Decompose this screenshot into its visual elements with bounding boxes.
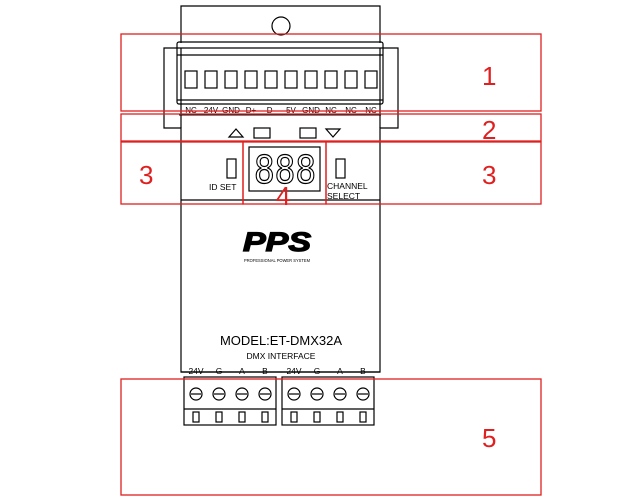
bottom-terminal-label: G: [216, 366, 223, 376]
bottom-terminal-labels: 24V G A B 24V G A B: [188, 366, 366, 376]
brand-logo: PPS: [243, 227, 311, 257]
terminal-wire-port: [336, 411, 344, 423]
top-terminal-pin: [244, 70, 258, 89]
callout-number-2: 2: [482, 115, 496, 145]
id-set-label: ID SET: [209, 182, 236, 192]
model-label: MODEL:ET-DMX32A: [220, 333, 342, 348]
terminal-screw-icon: [212, 387, 226, 401]
up-arrow-icon[interactable]: [227, 128, 245, 138]
top-terminal-pin: [344, 70, 358, 89]
callout-number-3-left: 3: [139, 160, 153, 190]
callout-number-5: 5: [482, 423, 496, 453]
callout-boxes: [120, 33, 542, 496]
top-terminal-pin: [304, 70, 318, 89]
callout-box-2: [120, 113, 542, 142]
callout-box-5: [120, 378, 542, 496]
terminal-wire-port: [261, 411, 269, 423]
callout-box-3-right: [325, 141, 542, 205]
channel-select-label-line1: CHANNEL: [327, 181, 368, 191]
bottom-terminal-label: G: [314, 366, 321, 376]
terminal-screw-icon: [258, 387, 272, 401]
terminal-screw-icon: [333, 387, 347, 401]
terminal-wire-port: [359, 411, 367, 423]
bottom-terminal-label: A: [337, 366, 343, 376]
top-terminal-pin: [364, 70, 378, 89]
bottom-terminal-label: B: [360, 366, 366, 376]
terminal-wire-port: [313, 411, 321, 423]
bottom-terminal-label: 24V: [188, 366, 203, 376]
channel-select-indicator[interactable]: [335, 158, 346, 179]
bottom-terminal-label: B: [262, 366, 268, 376]
callout-number-3-right: 3: [482, 160, 496, 190]
terminal-screw-icon: [235, 387, 249, 401]
terminal-wire-port: [192, 411, 200, 423]
terminal-wire-port: [238, 411, 246, 423]
top-terminal-pin: [184, 70, 198, 89]
callout-number-4: 4: [276, 181, 290, 211]
mounting-tab: [180, 5, 381, 43]
down-arrow-icon[interactable]: [324, 128, 342, 138]
bottom-terminal-left: [183, 376, 277, 426]
mounting-hole: [271, 16, 291, 36]
interface-label: DMX INTERFACE: [247, 351, 316, 361]
bottom-terminal-label: A: [239, 366, 245, 376]
channel-select-label-line2: SELECT: [327, 191, 360, 201]
bottom-terminal-right: [281, 376, 375, 426]
bottom-terminal-blocks: [181, 371, 380, 426]
display-digits: 888: [254, 148, 316, 192]
terminal-screw-icon: [356, 387, 370, 401]
top-terminal-pin: [284, 70, 298, 89]
right-button[interactable]: [299, 127, 317, 139]
top-terminal-pin: [264, 70, 278, 89]
brand-tagline: PROFESSIONAL POWER SYSTEM: [244, 258, 310, 263]
terminal-wire-port: [215, 411, 223, 423]
top-terminal-block: [176, 41, 384, 105]
terminal-screw-icon: [310, 387, 324, 401]
terminal-screw-icon: [189, 387, 203, 401]
nav-controls: [227, 127, 342, 139]
terminal-wire-port: [290, 411, 298, 423]
top-terminal-pin: [204, 70, 218, 89]
led-display: 888: [248, 146, 321, 193]
bottom-terminal-label: 24V: [286, 366, 301, 376]
callout-box-1: [120, 33, 542, 112]
id-set-indicator[interactable]: [226, 158, 237, 179]
left-button[interactable]: [253, 127, 271, 139]
terminal-screw-icon: [287, 387, 301, 401]
top-terminal-pin: [224, 70, 238, 89]
callout-number-1: 1: [482, 61, 496, 91]
top-terminal-pin: [324, 70, 338, 89]
